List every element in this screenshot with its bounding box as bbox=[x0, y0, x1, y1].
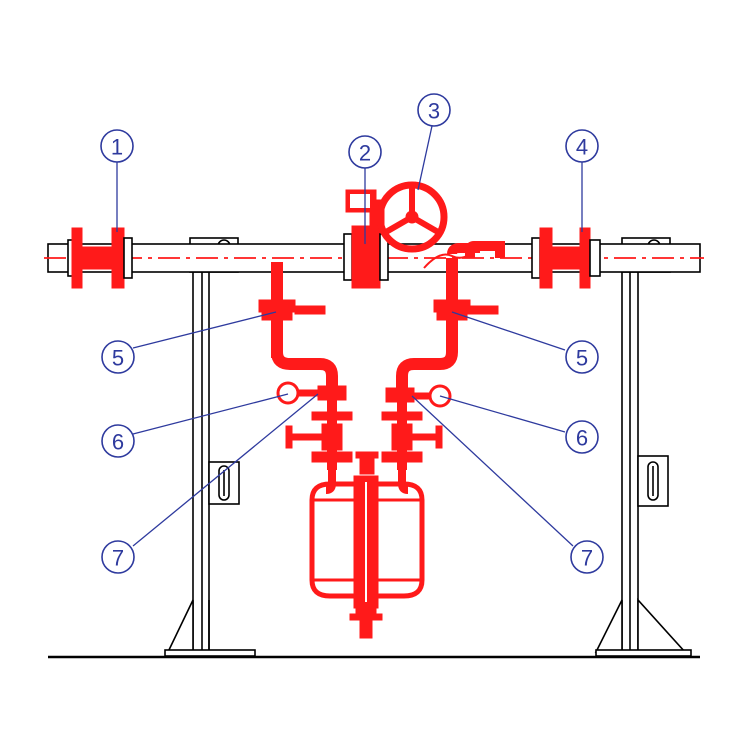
callout-2: 2 bbox=[348, 135, 382, 169]
left-impulse-line bbox=[258, 262, 353, 470]
callout-4: 4 bbox=[565, 129, 599, 163]
callout-5-left-label: 5 bbox=[112, 346, 124, 371]
callout-7-right: 7 bbox=[570, 540, 604, 574]
callout-7-right-label: 7 bbox=[581, 546, 593, 571]
callout-7-left: 7 bbox=[101, 540, 135, 574]
callout-3-label: 3 bbox=[428, 99, 440, 124]
callout-5-right: 5 bbox=[565, 340, 599, 374]
callout-6-right: 6 bbox=[565, 420, 599, 454]
callout-1-label: 1 bbox=[111, 135, 123, 160]
callout-4-label: 4 bbox=[576, 135, 588, 160]
left-support-stand bbox=[164, 237, 256, 657]
right-support-stand bbox=[594, 237, 692, 657]
callout-7-left-label: 7 bbox=[112, 546, 124, 571]
callout-6-left-label: 6 bbox=[112, 430, 124, 455]
callout-5-left: 5 bbox=[101, 340, 135, 374]
right-flange-assembly bbox=[531, 227, 601, 289]
right-impulse-line bbox=[381, 290, 499, 470]
right-tapping-line bbox=[446, 241, 505, 290]
leader-lines bbox=[116, 125, 583, 547]
callout-6-left: 6 bbox=[101, 424, 135, 458]
callout-3: 3 bbox=[417, 93, 451, 127]
callout-1: 1 bbox=[100, 129, 134, 163]
left-flange-assembly bbox=[67, 227, 133, 289]
callout-2-label: 2 bbox=[359, 141, 371, 166]
callout-5-right-label: 5 bbox=[576, 346, 588, 371]
callout-6-right-label: 6 bbox=[576, 426, 588, 451]
condensation-vessel bbox=[309, 451, 425, 639]
